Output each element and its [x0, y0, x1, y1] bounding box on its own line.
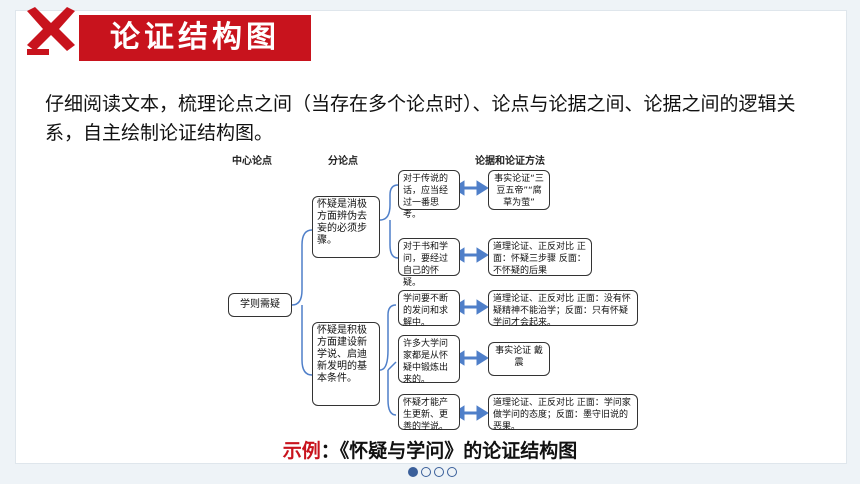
argument-structure-diagram: 中心论点 分论点 论据和论证方法 学则需疑 怀疑是消极方面辨伪去妄的必须步骤。 … — [220, 150, 640, 435]
figure-caption: 示例：《怀疑与学问》的论证结构图 — [0, 436, 860, 463]
method-4: 事实论证 戴震 — [488, 342, 550, 376]
page-dot-4[interactable] — [447, 467, 457, 477]
evidence-4: 许多大学问家都是从怀疑中锻炼出来的。 — [398, 335, 460, 385]
page-dot-3[interactable] — [434, 467, 444, 477]
method-5: 道理论证、正反对比 正面：学问家做学问的态度；反面：墨守旧说的恶果。 — [488, 394, 638, 432]
evidence-1: 对于传说的话，应当经过一番思考。 — [398, 170, 460, 220]
sub-point-2: 怀疑是积极方面建设新学说、启迪新发明的基本条件。 — [312, 322, 380, 406]
central-point: 学则需疑 — [228, 293, 292, 317]
page-indicator — [408, 467, 457, 477]
caption-colon: ： — [320, 440, 340, 462]
evidence-3: 学问要不断的发问和求解中。 — [398, 290, 460, 328]
intro-text: 仔细阅读文本，梳理论点之间（当存在多个论点时）、论点与论据之间、论据之间的逻辑关… — [45, 93, 796, 144]
evidence-2: 对于书和学问，要经过自己的怀疑。 — [398, 238, 460, 288]
page-dot-1[interactable] — [408, 467, 418, 477]
header-central: 中心论点 — [232, 156, 272, 167]
header-evidence: 论据和论证方法 — [475, 156, 545, 167]
page-dot-2[interactable] — [421, 467, 431, 477]
caption-prefix: 示例 — [282, 440, 321, 462]
slide-canvas — [15, 10, 847, 464]
evidence-5: 怀疑才能产生更新、更善的学说。 — [398, 394, 460, 432]
method-3: 道理论证、正反对比 正面：没有怀疑精神不能治学；反面：只有怀疑学问才会起来。 — [488, 290, 638, 328]
page-title: 论证结构图 — [79, 15, 311, 61]
brand-logo-icon — [27, 7, 75, 55]
method-2: 道理论证、正反对比 正面：怀疑三步骤 反面：不怀疑的后果 — [488, 238, 592, 276]
header-sub: 分论点 — [328, 156, 358, 167]
caption-text: 《怀疑与学问》的论证结构图 — [339, 440, 578, 462]
sub-point-1: 怀疑是消极方面辨伪去妄的必须步骤。 — [312, 196, 380, 258]
method-1: 事实论证“三豆五帝”“腐草为萤” — [488, 170, 550, 210]
